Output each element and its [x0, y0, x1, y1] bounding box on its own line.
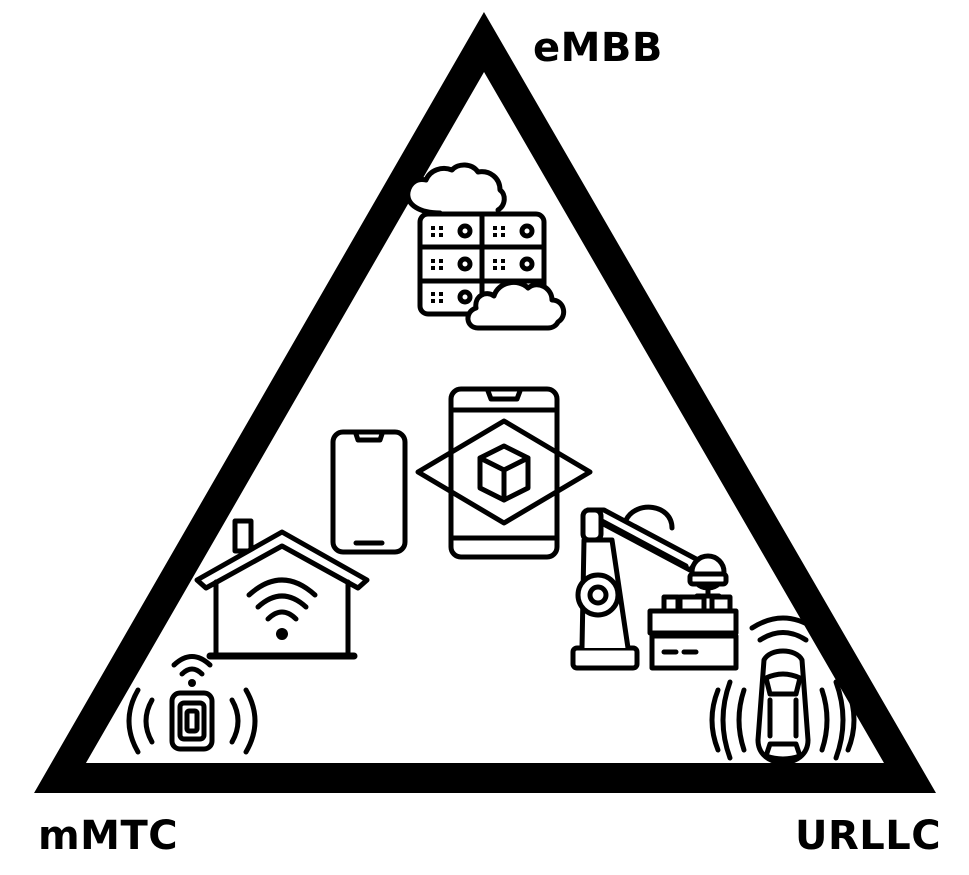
- label-embb: eMBB: [533, 25, 663, 71]
- autonomous-car-icon: [709, 615, 857, 765]
- smart-home-wifi-icon: [194, 518, 370, 660]
- triangle-frame: [34, 12, 937, 793]
- cloud-server-icon: [405, 162, 567, 331]
- label-urllc: URLLC: [795, 813, 942, 859]
- ar-smartphone-icon: [415, 386, 593, 560]
- label-mmtc: mMTC: [38, 813, 179, 859]
- smartphone-icon: [330, 429, 408, 555]
- iot-sensor-icon: [126, 654, 258, 755]
- robot-arm-icon: [570, 504, 739, 671]
